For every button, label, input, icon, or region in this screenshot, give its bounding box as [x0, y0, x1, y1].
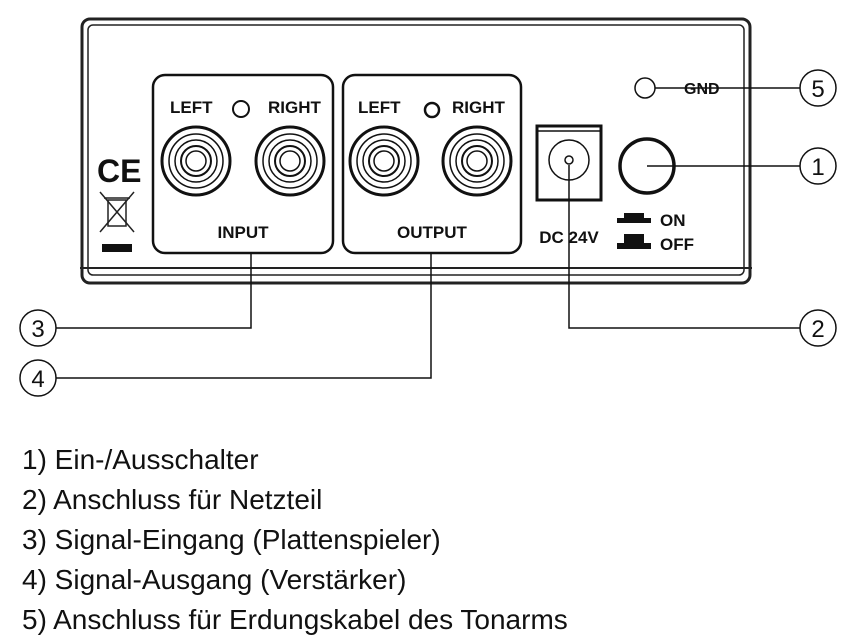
rca-output-left-icon [348, 125, 420, 197]
callout-5: 5 [799, 69, 837, 107]
input-left-label: LEFT [170, 98, 213, 117]
weee-bin-icon [99, 191, 135, 233]
legend-item: 2) Anschluss für Netzteil [22, 484, 323, 515]
svg-text:4: 4 [31, 366, 44, 393]
input-right-label: RIGHT [268, 98, 322, 117]
svg-text:2: 2 [811, 316, 824, 343]
callout-4: 4 [19, 359, 57, 397]
weee-bar [102, 244, 132, 252]
gnd-label: GND [684, 81, 720, 98]
legend-item: 3) Signal-Eingang (Plattenspieler) [22, 524, 441, 555]
ce-mark: CE [97, 153, 141, 189]
housing [80, 17, 752, 285]
output-right-label: RIGHT [452, 98, 506, 117]
housing-inner [87, 24, 745, 276]
legend-item: 4) Signal-Ausgang (Verstärker) [22, 564, 407, 595]
gnd-terminal [634, 77, 656, 99]
leader-lines [56, 87, 800, 379]
svg-text:5: 5 [811, 76, 824, 103]
input-label: INPUT [218, 223, 270, 242]
switch-on-icon [617, 213, 651, 223]
output-left-label: LEFT [358, 98, 401, 117]
output-label: OUTPUT [397, 223, 468, 242]
rca-input-left-icon [160, 125, 232, 197]
rca-output-right-icon [441, 125, 513, 197]
off-label: OFF [660, 235, 694, 254]
input-group [151, 73, 335, 255]
callout-1: 1 [799, 147, 837, 185]
output-led-icon [423, 101, 441, 119]
rca-input-right-icon [254, 125, 326, 197]
legend: 1) Ein-/Ausschalter 2) Anschluss für Net… [22, 440, 568, 640]
input-led-icon [232, 100, 250, 118]
callout-3: 3 [19, 309, 57, 347]
output-group [341, 73, 523, 255]
legend-item: 1) Ein-/Ausschalter [22, 444, 259, 475]
legend-item: 5) Anschluss für Erdungskabel des Tonarm… [22, 604, 568, 635]
svg-text:1: 1 [811, 154, 824, 181]
callout-2: 2 [799, 309, 837, 347]
on-label: ON [660, 211, 686, 230]
switch-off-icon [617, 234, 651, 249]
svg-text:3: 3 [31, 316, 44, 343]
